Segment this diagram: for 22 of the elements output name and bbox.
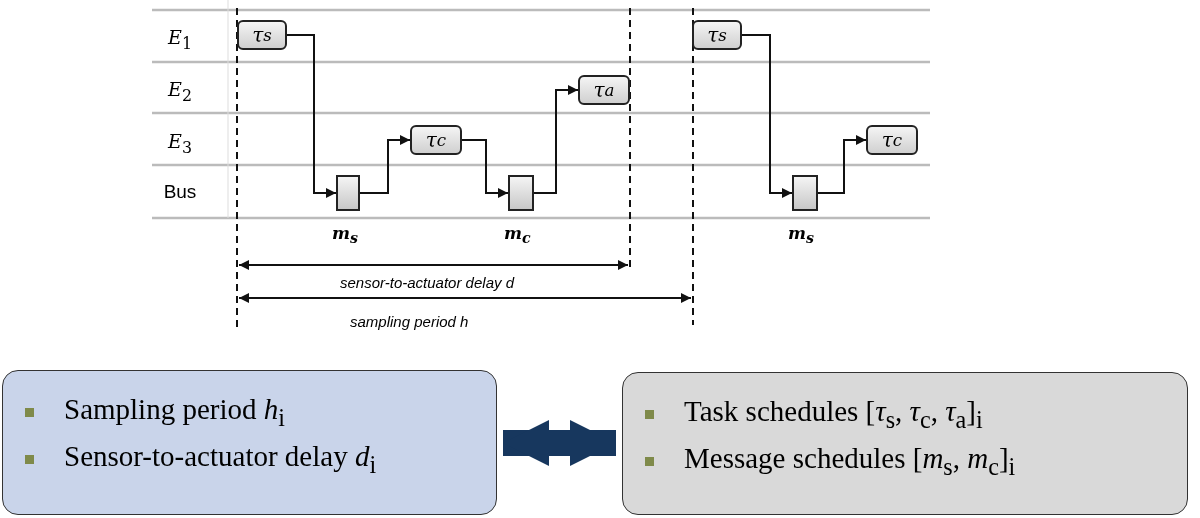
lane-label: Bus [162, 181, 198, 203]
bullet-text: Task schedules [τ$_{s}$, τ$_{c}$, τ$_{a}$]$_{i}$ [684, 395, 983, 434]
lane-label: E$_{2}$ [166, 78, 193, 105]
bullet-text: Sensor-to-actuator delay d$_{i}$ [64, 439, 377, 479]
arrow [817, 135, 867, 194]
message-label: m$_{s}$ [332, 223, 358, 247]
arrow [741, 34, 793, 198]
bullet-text: Message schedules [m$_{s}$, m$_{c}$]$_{i}$ [684, 441, 1016, 481]
arrow [359, 135, 411, 194]
lane-label: E$_{1}$ [166, 26, 193, 53]
info-panel [622, 372, 1188, 515]
dimension-label: sensor-to-actuator delay d [340, 274, 514, 291]
arrow [461, 139, 509, 198]
arrow [503, 420, 616, 466]
info-panel [2, 370, 497, 515]
dimension-label: sampling period h [350, 313, 469, 330]
arrow [286, 34, 337, 198]
message-label: m$_{c}$ [504, 223, 531, 247]
message-label: m$_{s}$ [788, 223, 814, 247]
arrow [533, 85, 579, 194]
bullet-text: Sampling period h$_{i}$ [64, 393, 285, 432]
lane-label: E$_{3}$ [166, 130, 193, 157]
